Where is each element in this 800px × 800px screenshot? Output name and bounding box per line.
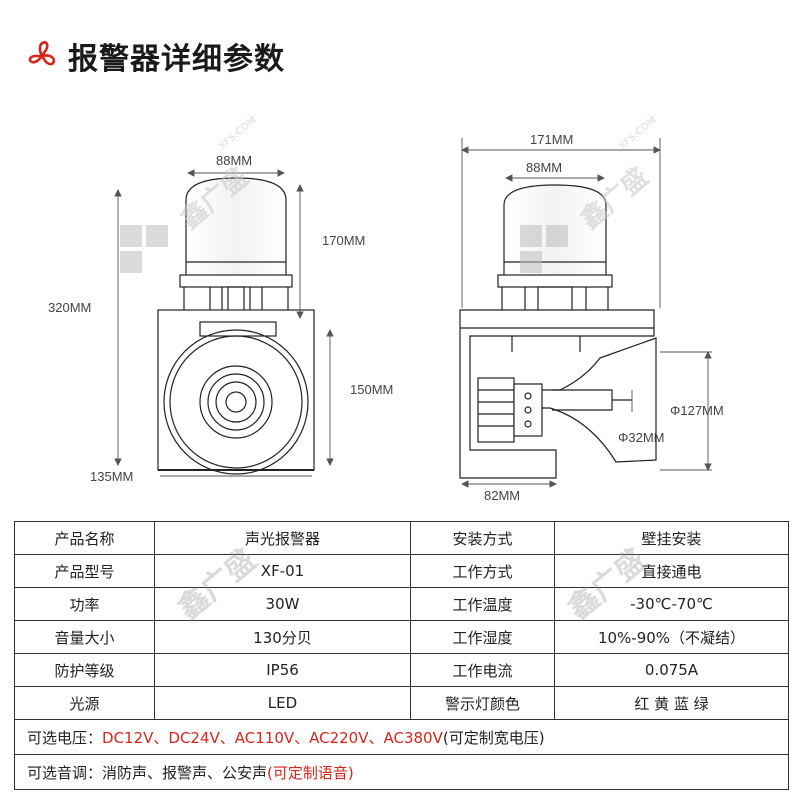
dim-side-lamp-width: 88MM	[526, 160, 562, 175]
voltage-suffix: (可定制宽电压)	[442, 728, 545, 747]
technical-drawing: 88MM 320MM 170MM 150MM 135MM	[48, 115, 724, 503]
dim-front-lamp-height: 170MM	[322, 233, 365, 248]
spec-value-cell: 30W	[154, 587, 411, 621]
dim-side-horn-diameter: Φ127MM	[670, 403, 724, 418]
dim-front-top-width: 88MM	[216, 153, 252, 168]
spec-value-cell: 红 黄 蓝 绿	[554, 686, 789, 720]
dim-front-bottom-width: 135MM	[90, 469, 133, 484]
spec-label-cell: 工作湿度	[410, 620, 555, 654]
dim-front-body-height: 150MM	[350, 382, 393, 397]
spec-value-cell: 声光报警器	[154, 521, 411, 555]
fan-petal-icon	[28, 41, 56, 66]
spec-label-cell: 工作方式	[410, 554, 555, 588]
tones-row: 可选音调：消防声、报警声、公安声(可定制语音)	[14, 754, 789, 790]
spec-label-cell: 防护等级	[14, 653, 155, 687]
spec-label-cell: 警示灯颜色	[410, 686, 555, 720]
voltage-label: 可选电压：	[27, 728, 103, 747]
spec-value-cell: XF-01	[154, 554, 411, 588]
spec-label-cell: 功率	[14, 587, 155, 621]
dim-side-depth: 82MM	[484, 488, 520, 503]
spec-value-cell: -30℃-70℃	[554, 587, 789, 621]
watermark-logo	[120, 225, 568, 273]
spec-value-cell: 130分贝	[154, 620, 411, 654]
spec-label-cell: 工作电流	[410, 653, 555, 687]
dim-side-total-width: 171MM	[530, 132, 573, 147]
spec-label-cell: 音量大小	[14, 620, 155, 654]
spec-value-cell: LED	[154, 686, 411, 720]
spec-label-cell: 光源	[14, 686, 155, 720]
spec-value-cell: 直接通电	[554, 554, 789, 588]
tones-custom: (可定制语音)	[267, 763, 354, 782]
spec-value-cell: 10%-90%（不凝结）	[554, 620, 789, 654]
tones-label: 可选音调：	[27, 763, 103, 782]
dim-front-total-height: 320MM	[48, 300, 91, 315]
voltage-row: 可选电压：DC12V、DC24V、AC110V、AC220V、AC380V(可定…	[14, 719, 789, 755]
spec-value-cell: 0.075A	[554, 653, 789, 687]
tones-cell: 可选音调：消防声、报警声、公安声(可定制语音)	[14, 754, 789, 790]
spec-value-cell: IP56	[154, 653, 411, 687]
spec-label-cell: 工作温度	[410, 587, 555, 621]
dim-side-inner-diameter: Φ32MM	[618, 430, 665, 445]
spec-value-cell: 壁挂安装	[554, 521, 789, 555]
front-view	[157, 177, 315, 475]
spec-label-cell: 安装方式	[410, 521, 555, 555]
watermark-sub: XFS.COM	[217, 115, 259, 153]
spec-label-cell: 产品型号	[14, 554, 155, 588]
voltage-values: DC12V、DC24V、AC110V、AC220V、AC380V	[102, 728, 443, 747]
page-title: 报警器详细参数	[68, 42, 285, 77]
voltage-cell: 可选电压：DC12V、DC24V、AC110V、AC220V、AC380V(可定…	[14, 719, 789, 755]
spec-label-cell: 产品名称	[14, 521, 155, 555]
watermark-sub: XFS.COM	[617, 115, 659, 153]
title-row: 报警器详细参数	[22, 34, 285, 78]
table-row: 产品名称声光报警器安装方式壁挂安装	[14, 521, 789, 555]
tones-values: 消防声、报警声、公安声	[102, 763, 268, 782]
